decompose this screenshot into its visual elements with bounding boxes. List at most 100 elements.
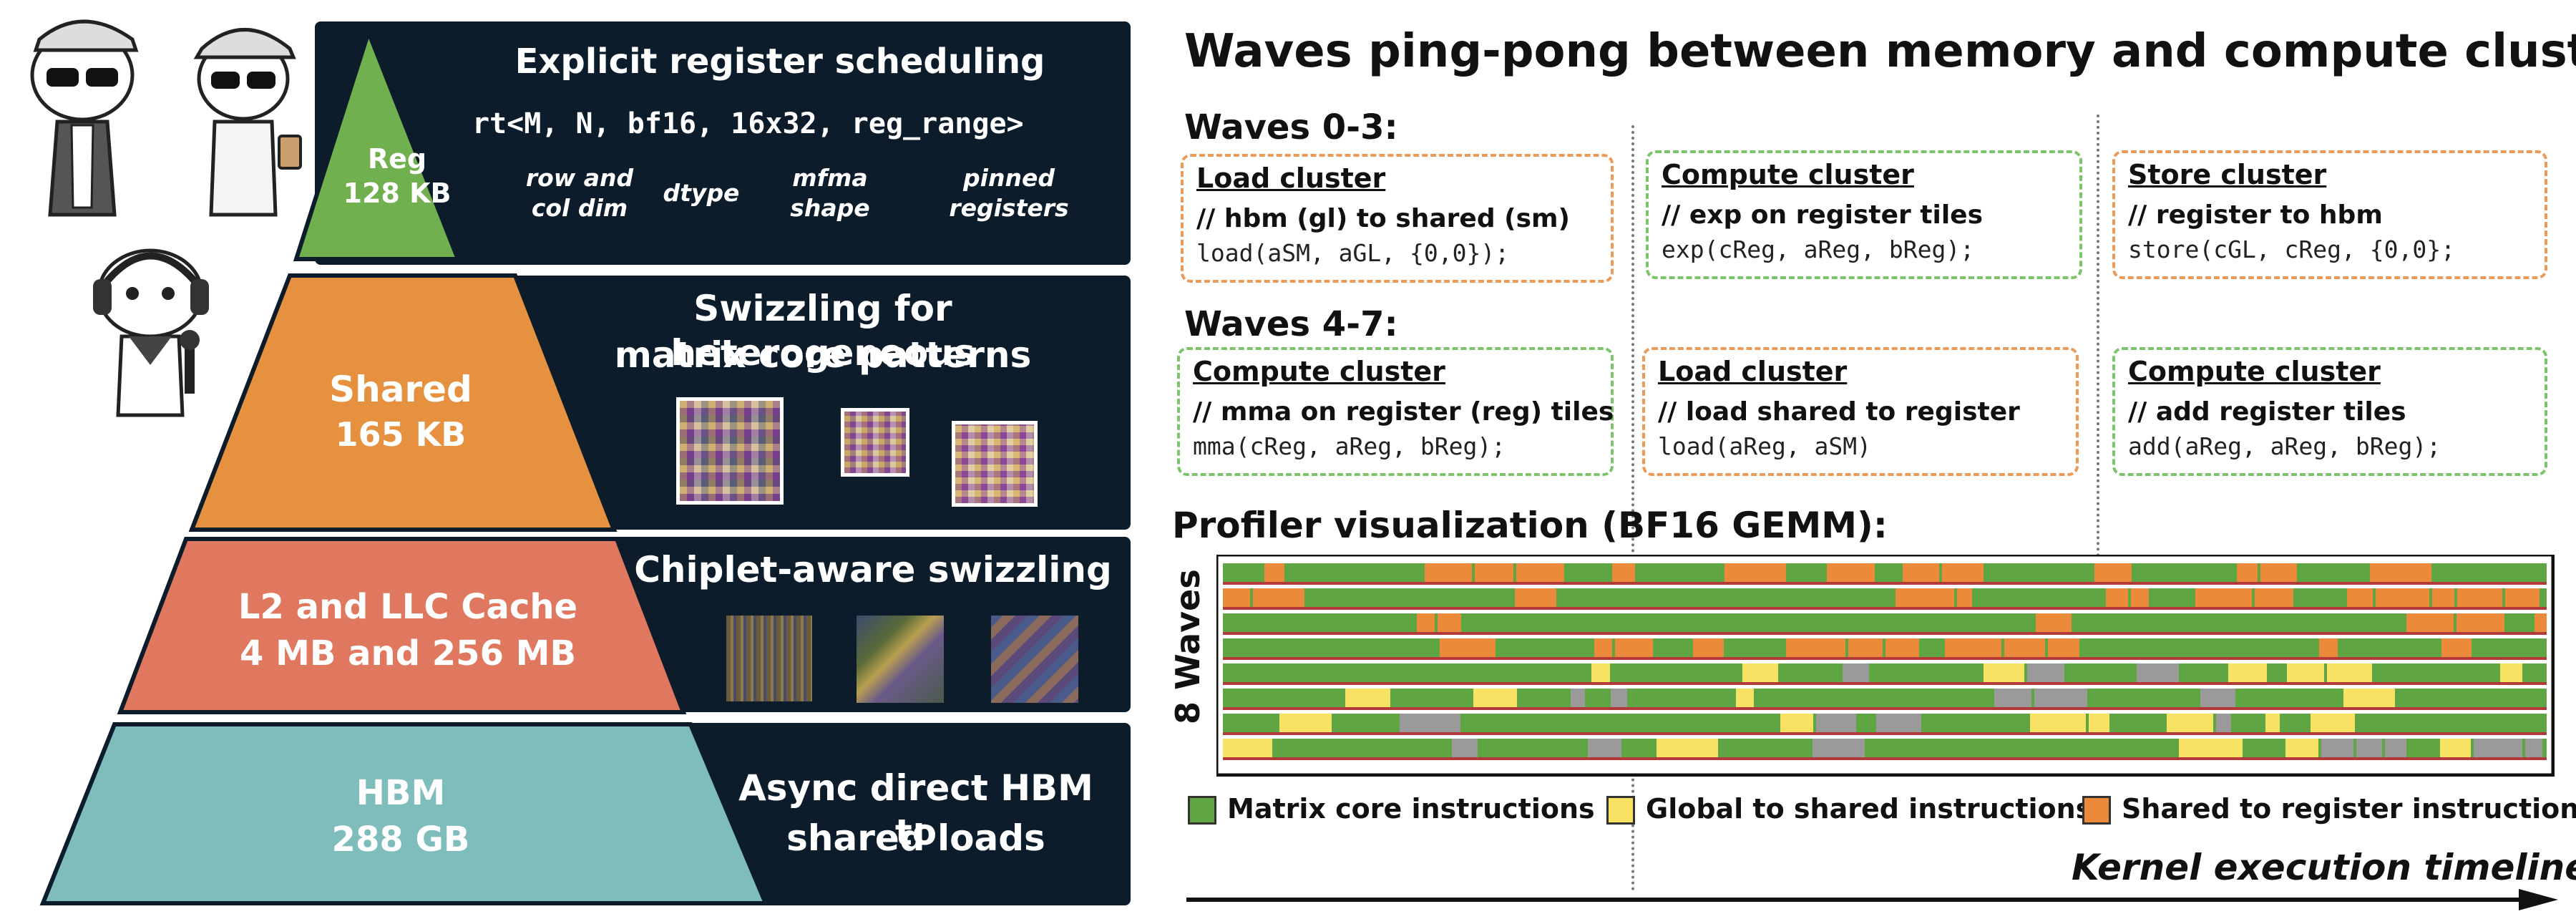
trace-segment [1903,563,1939,582]
trace-segment [2534,613,2547,632]
reg-heading: Explicit register scheduling [514,42,1045,82]
trace-segment [1611,689,1627,707]
swizzle-pattern-3 [952,421,1038,507]
trace-segment [1843,663,1869,682]
trace-segment [1984,663,2024,682]
trace-segment [1279,714,1332,732]
box-title: Compute cluster [1662,159,1914,190]
shared-label: Shared [329,369,472,410]
profiler-title: Profiler visualization (BF16 GEMM): [1172,505,1888,546]
trace-segment [2228,663,2267,682]
trace-segment [1827,563,1875,582]
trace-segment [1473,689,1517,707]
trace-segment [1942,563,1984,582]
legend-global-swatch [1606,796,1635,825]
memory-pyramid [39,26,769,905]
box-code: exp(cReg, aReg, bReg); [1662,235,1975,263]
trace-segment [2285,739,2318,757]
box-code: mma(cReg, aReg, bReg); [1193,432,1506,460]
trace-segment [2440,739,2471,757]
trace-segment [1994,689,2031,707]
trace-segment [2260,563,2297,582]
trace-segment [1780,714,1813,732]
trace-segment [2321,739,2353,757]
trace-segment [1786,638,1845,657]
trace-segment [2255,588,2293,607]
trace-segment [2167,714,2213,732]
shared-trapezoid [188,273,618,532]
trace-segment [1896,588,1954,607]
box-title: Compute cluster [1193,356,1445,387]
trace-segment [2027,663,2064,682]
trace-segment [2179,739,2243,757]
hbm-trapezoid [39,722,769,905]
reg-label: Reg [367,143,427,175]
page-title: Waves ping-pong between memory and compu… [1184,25,2576,78]
trace-segment [1253,588,1304,607]
trace-segment [1417,613,1435,632]
l2-size: 4 MB and 256 MB [239,633,577,674]
hbm-size: 288 GB [331,820,470,860]
swizzle-pattern-2 [841,408,909,477]
trace-segment [1223,739,1272,757]
trace-segment [1440,638,1496,657]
trace-segment [1945,638,2001,657]
profiler-ylabel: 8 Waves [1169,569,1207,724]
trace-segment [1848,638,1883,657]
trace-segment [1438,613,1461,632]
trace-segment [1425,563,1472,582]
trace-segment [2048,638,2079,657]
waves-0-3-load-box: Load cluster // hbm (gl) to shared (sm) … [1181,154,1614,283]
trace-segment [2265,714,2280,732]
profiler-visualization [1216,555,2555,777]
cat-coffee-icon [193,28,302,217]
trace-segment [2327,663,2372,682]
trace-segment [2406,613,2454,632]
legend-global-label: Global to shared instructions [1646,793,2092,825]
hbm-heading-line2: shared loads [786,817,1045,859]
trace-segment [2505,588,2540,607]
trace-segment [1724,563,1786,582]
cat-headphones-icon [93,248,209,417]
trace-segment [2216,714,2231,732]
trace-segment [1452,739,1478,757]
trace-baseline [1223,607,2547,610]
trace-baseline [1223,632,2547,635]
hbm-heading-line1: Async direct HBM to [738,767,1093,853]
waves-4-7-compute-box-2: Compute cluster // add register tiles ad… [2112,347,2547,476]
legend-shared-swatch [2082,796,2111,825]
trace-segment [2432,588,2454,607]
trace-segment [2036,613,2072,632]
box-title: Load cluster [1658,356,1848,387]
wave-row [1223,689,2547,707]
trace-segment [1223,588,1250,607]
swizzle-pattern-1 [676,397,784,505]
trace-segment [1657,739,1718,757]
trace-segment [2200,689,2235,707]
shared-heading-line2: matrix core patterns [614,334,1032,376]
waves-0-3-compute-box: Compute cluster // exp on register tiles… [1646,150,2082,279]
legend-matrix-label: Matrix core instructions [1227,793,1595,825]
waves-4-7-load-box: Load cluster // load shared to register … [1642,347,2079,476]
trace-segment [1736,689,1754,707]
box-comment: // add register tiles [2128,397,2406,427]
trace-segment [1345,689,1390,707]
trace-segment [2237,563,2258,582]
trace-segment [1515,588,1556,607]
trace-segment [2343,689,2395,707]
trace-segment [2370,563,2431,582]
trace-segment [2030,714,2086,732]
trace-segment [2106,588,2128,607]
trace-segment [2034,689,2087,707]
trace-segment [2287,663,2324,682]
timeline-divider-1 [1631,125,1634,891]
timeline-divider-2 [2097,115,2099,580]
waves-0-3-store-box: Store cluster // register to hbm store(c… [2112,150,2547,279]
legend-matrix-swatch [1188,796,1216,825]
box-title: Store cluster [2128,159,2327,190]
waves-0-3-label: Waves 0-3: [1184,107,1398,147]
trace-segment [1475,563,1513,582]
